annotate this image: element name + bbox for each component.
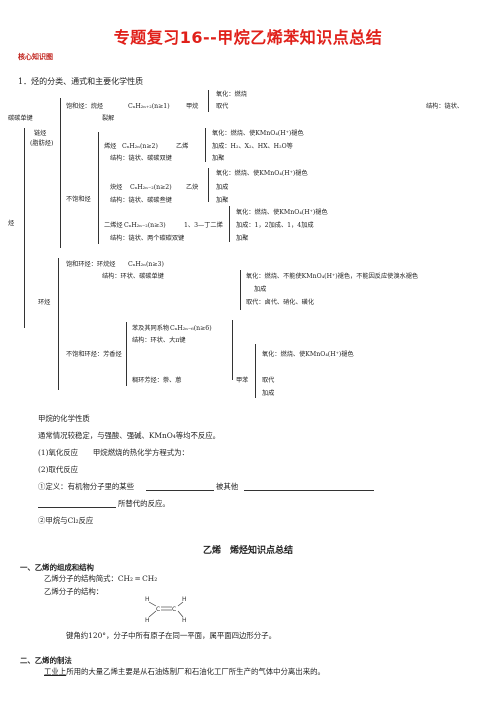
ethylene-subheading-2: 二、乙烯的制法 bbox=[20, 656, 72, 665]
hydrogen-atom: H bbox=[145, 617, 150, 624]
ethylene-structure-line: 乙烯分子的结构： bbox=[44, 587, 104, 596]
benzene-bracket bbox=[232, 320, 233, 380]
methane-label: 甲烷 bbox=[186, 103, 199, 110]
acetylene-addition: 加成 bbox=[216, 184, 229, 191]
diene-structure: 结构：链状、两个碳碳双键 bbox=[110, 235, 185, 242]
unsaturated-brace bbox=[98, 132, 99, 244]
ethylene-formula-line: 乙烯分子的结构简式：CH₂ ═ CH₂ bbox=[44, 574, 158, 583]
pyrolysis-label: 裂解 bbox=[102, 115, 115, 122]
carbon-atom: C bbox=[172, 606, 176, 613]
core-map-label: 核心知识图 bbox=[18, 53, 53, 61]
blank-line-1 bbox=[146, 490, 214, 491]
unsaturated-label: 不饱和烃 bbox=[66, 196, 91, 203]
alkene-label: 烯烃 bbox=[104, 143, 117, 150]
butadiene-label: 1、3—丁二烯 bbox=[184, 222, 223, 229]
diene-formula: CₙH₂ₙ₋₂(n≥3) bbox=[124, 222, 166, 229]
methane-props-p5: 所替代的反应。 bbox=[118, 499, 170, 508]
tree-root: 烃 bbox=[8, 220, 15, 227]
chain-label: 链烃 bbox=[34, 130, 47, 137]
alkene-formula: CₙH₂ₙ(n≥2) bbox=[122, 143, 158, 150]
ethylene-label: 乙烯 bbox=[176, 143, 189, 150]
butadiene-addition: 加成：1，2加成、1，4加成 bbox=[236, 222, 314, 229]
ethylene-polymerization: 加聚 bbox=[212, 155, 225, 162]
ethylene-brace bbox=[205, 128, 206, 162]
cycloalkane-oxidation: 氧化：燃烧、不能使KMnO₄(H⁺)褪色，不能因反应使溴水褪色 bbox=[246, 273, 419, 280]
acetylene-label: 乙炔 bbox=[186, 184, 199, 191]
chain-brace bbox=[60, 98, 61, 248]
ethylene-structure-diagram: H H H H C C bbox=[145, 596, 187, 624]
hydrogen-atom: H bbox=[145, 596, 150, 603]
aromatic-brace bbox=[126, 322, 127, 386]
ethylene-prep-text: 所用的大量乙烯主要是从石油炼制厂和石油化工厂所生产的气体中分离出来的。 bbox=[66, 667, 325, 676]
butadiene-oxidation: 氧化：燃烧、使KMnO₄(H⁺)褪色 bbox=[236, 209, 328, 216]
methane-props-p4b: 被其他 bbox=[216, 482, 239, 491]
methane-brace bbox=[208, 90, 209, 112]
hydrogen-atom: H bbox=[182, 617, 187, 624]
ethylene-prep-line: 工业上所用的大量乙烯主要是从石油炼制厂和石油化工厂所生产的气体中分离出来的。 bbox=[44, 667, 325, 676]
ethylene-oxidation: 氧化：燃烧、使KMnO₄(H⁺)褪色 bbox=[212, 130, 304, 137]
alkyne-label: 炔烃 bbox=[110, 184, 123, 191]
methane-props-heading: 甲烷的化学性质 bbox=[38, 414, 90, 423]
acetylene-oxidation: 氧化：燃烧、使KMnO₄(H⁺)褪色 bbox=[216, 170, 308, 177]
alkene-structure: 结构：链状、碳碳双键 bbox=[110, 155, 172, 162]
ethylene-section-heading: 乙烯 烯烃知识点总结 bbox=[202, 546, 293, 556]
butadiene-polymerization: 加聚 bbox=[236, 235, 249, 242]
benzene-structure: 结构：环状、大π键 bbox=[132, 337, 186, 344]
root-brace bbox=[24, 128, 25, 328]
cycloalkane-formula: CₙH₂ₙ(n≥3) bbox=[128, 261, 164, 268]
hydrogen-atom: H bbox=[182, 596, 187, 603]
c-h-bond bbox=[177, 601, 184, 607]
alkyne-structure: 结构：链状、碳碳叁键 bbox=[110, 197, 172, 204]
toluene-brace bbox=[255, 344, 256, 398]
toluene-label: 甲苯 bbox=[236, 377, 249, 384]
cycloalkane-addition: 加成 bbox=[254, 286, 267, 293]
c-h-bond bbox=[148, 610, 157, 618]
industry-term: 工业上 bbox=[44, 667, 67, 676]
methane-props-p1: 通常情况较稳定，与强酸、强碱、KMnO₄等均不反应。 bbox=[38, 431, 221, 440]
cycloalkane-substitution: 取代：卤代、硝化、磺化 bbox=[246, 299, 315, 306]
methane-props-p6: ②甲烷与Cl₂反应 bbox=[38, 516, 94, 525]
blank-line-2 bbox=[244, 490, 374, 491]
diene-label: 二烯烃 bbox=[104, 222, 123, 229]
toluene-addition: 加成 bbox=[262, 390, 275, 397]
cyclic-brace bbox=[58, 258, 59, 390]
cycloalkane-structure: 结构：环状、碳碳单键 bbox=[102, 273, 164, 280]
c-h-bond bbox=[177, 610, 184, 618]
alkyne-formula: CₙH₂ₙ₋₂(n≥2) bbox=[130, 184, 172, 191]
butadiene-brace bbox=[229, 206, 230, 242]
methane-substitution: 取代 bbox=[216, 103, 229, 110]
chain-sub-label: (脂肪烃) bbox=[30, 140, 54, 147]
bond-angle-note: 键角约120°，分子中所有原子在同一平面，属平面四边形分子。 bbox=[66, 631, 276, 640]
benzene-series-label: 苯及其同系物 bbox=[132, 325, 170, 332]
page-title: 专题复习16--甲烷乙烯苯知识点总结 bbox=[113, 28, 383, 47]
methane-props-p2: (1)氧化反应 甲烷燃烧的热化学方程式为： bbox=[38, 448, 189, 457]
alkane-formula: CₙH₂ₙ₊₂(n≥1) bbox=[128, 103, 170, 110]
acetylene-polymerization: 加聚 bbox=[216, 197, 229, 204]
cycloalkane-label: 饱和环烃：环烷烃 bbox=[66, 261, 116, 268]
single-bond-label: 碳碳单键 bbox=[8, 115, 33, 122]
section-heading-1: 1．烃的分类、通式和主要化学性质 bbox=[18, 77, 144, 86]
methane-props-p4a: ①定义：有机物分子里的某些 bbox=[38, 482, 135, 491]
cycloalkane-brace bbox=[240, 270, 241, 310]
toluene-substitution: 取代 bbox=[262, 377, 275, 384]
carbon-atom: C bbox=[156, 606, 160, 613]
methane-oxidation: 氧化：燃烧 bbox=[216, 91, 247, 98]
ethylene-addition: 加成：H₂、X₂、HX、H₂O等 bbox=[212, 143, 293, 150]
aromatic-label: 不饱和环烃：芳香烃 bbox=[66, 351, 122, 358]
ethylene-subheading-1: 一、乙烯的组成和结构 bbox=[20, 563, 94, 572]
c-h-bond bbox=[148, 601, 157, 607]
saturated-label: 饱和烃：烷烃 bbox=[66, 103, 104, 110]
benzene-formula: CₙH₂ₙ₋₆(n≥6) bbox=[170, 325, 212, 332]
fused-aromatics-label: 稠环芳烃：萘、蒽 bbox=[132, 377, 182, 384]
toluene-oxidation: 氧化：燃烧、使KMnO₄(H⁺)褪色 bbox=[262, 351, 354, 358]
methane-structure: 结构：链状、 bbox=[426, 103, 464, 110]
acetylene-brace bbox=[208, 168, 209, 202]
methane-props-p3: (2)取代反应 bbox=[38, 465, 79, 474]
blank-line-3 bbox=[38, 507, 116, 508]
cyclic-label: 环烃 bbox=[38, 299, 51, 306]
